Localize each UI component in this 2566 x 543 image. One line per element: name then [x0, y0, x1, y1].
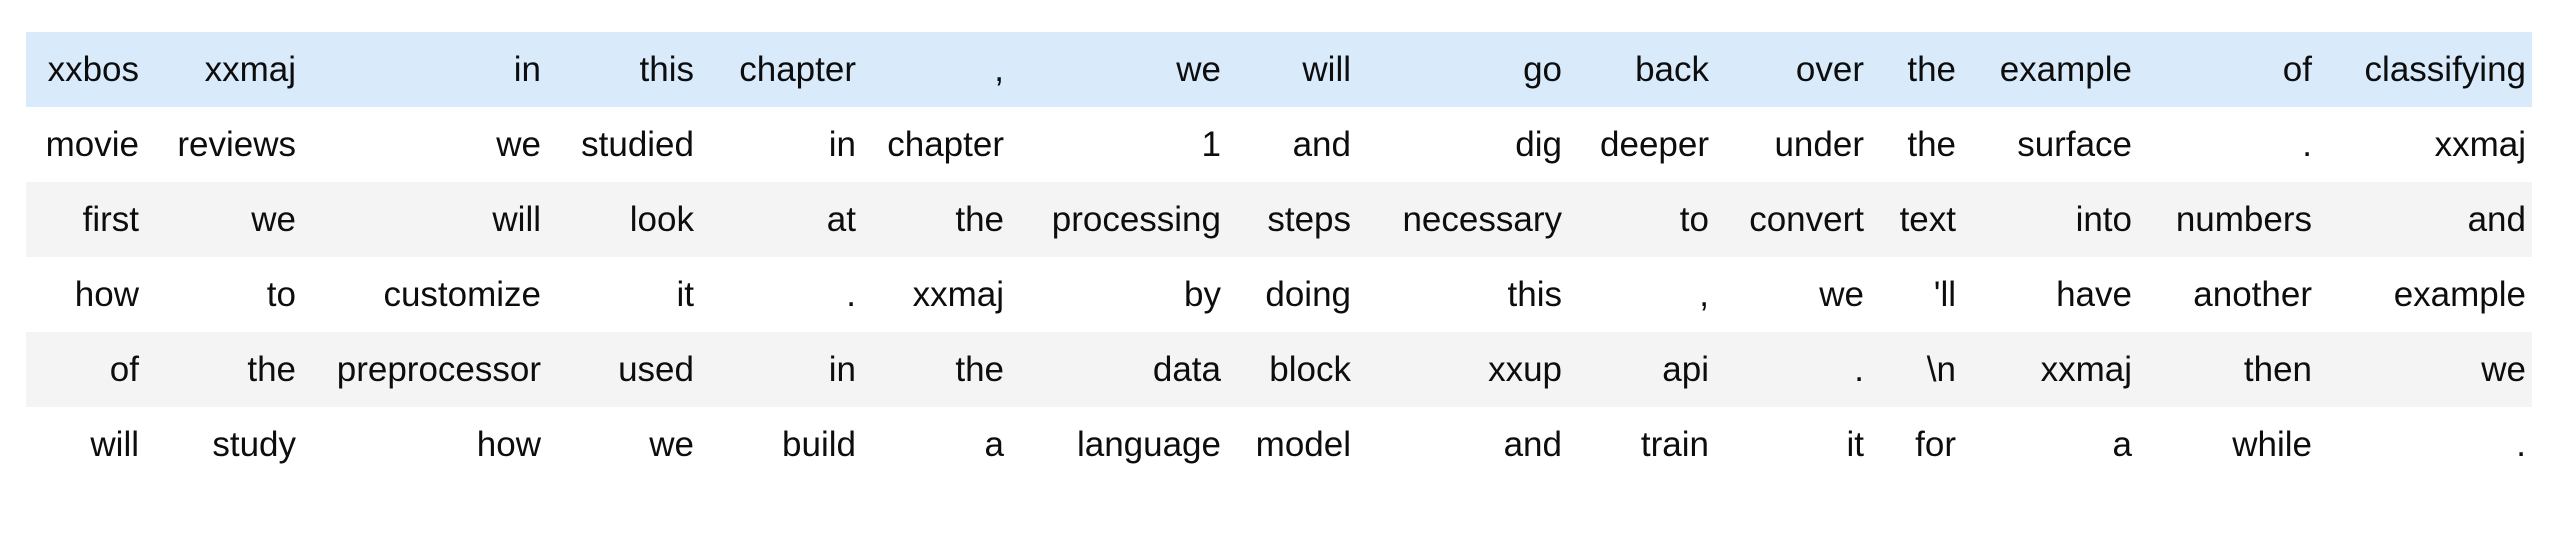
token-cell: we — [649, 425, 694, 464]
token-cell: . — [1854, 350, 1864, 389]
token-cell: and — [2467, 200, 2526, 239]
token-cell: for — [1915, 425, 1956, 464]
token-cell: of — [109, 350, 139, 389]
token-cell: dig — [1515, 125, 1562, 164]
token-cell: example — [2393, 275, 2526, 314]
token-cell: in — [828, 350, 856, 389]
token-cell: surface — [2017, 125, 2132, 164]
token-cell: then — [2243, 350, 2312, 389]
token-cell: steps — [1267, 200, 1351, 239]
token-cell: we — [1176, 50, 1221, 89]
token-cell: classifying — [2364, 50, 2526, 89]
token-cell: , — [994, 50, 1004, 89]
token-cell: another — [2193, 275, 2312, 314]
token-cell: and — [1292, 125, 1351, 164]
token-cell: it — [1846, 425, 1865, 464]
token-cell: api — [1662, 350, 1709, 389]
token-cell: by — [1184, 275, 1221, 314]
token-cell: studied — [581, 125, 694, 164]
token-cell: the — [955, 350, 1004, 389]
token-cell: chapter — [887, 125, 1004, 164]
token-cell: this — [1507, 275, 1562, 314]
token-cell: xxmaj — [2040, 350, 2132, 389]
token-cell: xxup — [1488, 350, 1562, 389]
token-cell: data — [1152, 350, 1221, 389]
token-cell: . — [2302, 125, 2312, 164]
token-cell: at — [826, 200, 856, 239]
token-cell: how — [74, 275, 139, 314]
token-cell: . — [2516, 425, 2526, 464]
token-cell: have — [2056, 275, 2132, 314]
token-cell: to — [266, 275, 296, 314]
token-cell: a — [2112, 425, 2132, 464]
token-cell: deeper — [1600, 125, 1709, 164]
token-cell: block — [1269, 350, 1351, 389]
token-cell: 'll — [1933, 275, 1956, 314]
token-cell: we — [2481, 350, 2526, 389]
token-cell: movie — [45, 125, 139, 164]
token-cell: this — [639, 50, 694, 89]
token-cell: xxmaj — [912, 275, 1004, 314]
token-cell: numbers — [2175, 200, 2312, 239]
token-cell: over — [1795, 50, 1864, 89]
token-cell: look — [629, 200, 694, 239]
token-cell: 1 — [1201, 125, 1221, 164]
token-cell: back — [1635, 50, 1709, 89]
token-cell: \n — [1926, 350, 1956, 389]
token-cell: while — [2232, 425, 2312, 464]
token-cell: will — [492, 200, 541, 239]
token-cell: to — [1679, 200, 1709, 239]
token-cell: the — [247, 350, 296, 389]
token-row: first we will look at the processing steps neces… — [26, 182, 2532, 257]
token-cell: necessary — [1402, 200, 1562, 239]
token-cell: we — [496, 125, 541, 164]
token-cell: of — [2282, 50, 2312, 89]
tokens-table: xxbos xxmaj in this chapter, we will go back over… — [26, 32, 2532, 482]
token-cell: how — [476, 425, 541, 464]
token-cell: xxmaj — [204, 50, 296, 89]
token-cell: it — [676, 275, 695, 314]
token-row: xxbos xxmaj in this chapter, we will go back over… — [26, 32, 2532, 107]
token-cell: we — [251, 200, 296, 239]
tokens-table-body: xxbos xxmaj in this chapter, we will go back over… — [26, 32, 2532, 482]
token-cell: used — [618, 350, 694, 389]
token-cell: will — [1302, 50, 1351, 89]
token-cell: we — [1819, 275, 1864, 314]
token-row: will study how we build a language model and trai… — [26, 407, 2532, 482]
token-cell: go — [1523, 50, 1562, 89]
token-cell: and — [1503, 425, 1562, 464]
token-cell: the — [955, 200, 1004, 239]
token-cell: into — [2075, 200, 2132, 239]
token-cell: in — [828, 125, 856, 164]
token-cell: , — [1699, 275, 1709, 314]
token-cell: build — [782, 425, 856, 464]
token-cell: a — [984, 425, 1004, 464]
token-cell: in — [513, 50, 541, 89]
token-cell: doing — [1265, 275, 1351, 314]
token-cell: example — [1999, 50, 2132, 89]
token-cell: text — [1899, 200, 1956, 239]
token-cell: under — [1774, 125, 1864, 164]
token-cell: . — [846, 275, 856, 314]
token-cell: train — [1640, 425, 1709, 464]
token-cell: the — [1907, 50, 1956, 89]
token-row: how to customize it. xxmaj by doing this, we 'll h… — [26, 257, 2532, 332]
token-cell: customize — [383, 275, 541, 314]
token-cell: study — [212, 425, 296, 464]
token-cell: reviews — [177, 125, 296, 164]
token-cell: preprocessor — [336, 350, 541, 389]
token-cell: language — [1076, 425, 1221, 464]
token-cell: the — [1907, 125, 1956, 164]
token-cell: chapter — [739, 50, 856, 89]
token-cell: first — [82, 200, 139, 239]
token-cell: will — [90, 425, 139, 464]
token-row: of the preprocessor used in the data block xxup a… — [26, 332, 2532, 407]
token-cell: convert — [1749, 200, 1864, 239]
token-cell: xxmaj — [2434, 125, 2526, 164]
token-cell: processing — [1051, 200, 1221, 239]
token-cell: xxbos — [47, 50, 139, 89]
token-cell: model — [1255, 425, 1351, 464]
